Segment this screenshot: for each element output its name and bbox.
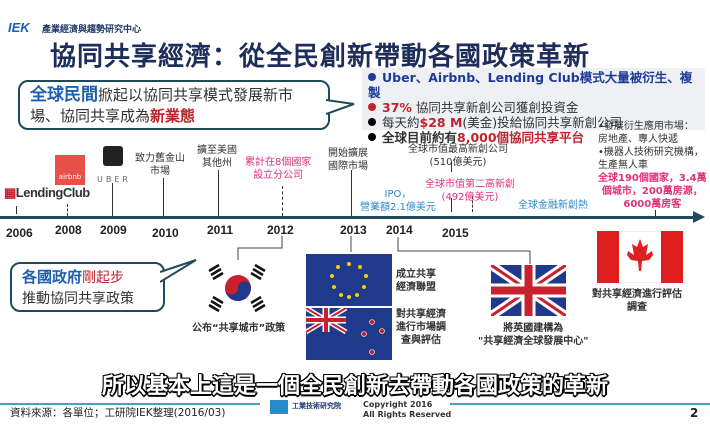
event-derive: •發展衍生應用市場： 房地產、專人快遞 •機器人技術研究機構， 生產無人車 bbox=[598, 121, 704, 171]
year-label: 2010 bbox=[152, 226, 179, 240]
event-second-startup: 全球市值第二高新創 (492億美元) bbox=[425, 179, 515, 203]
itri-logo-icon bbox=[270, 400, 288, 414]
eu-flag-icon bbox=[306, 254, 392, 306]
year-label: 2011 bbox=[207, 223, 234, 237]
uk-flag-icon bbox=[491, 265, 566, 316]
bubble-tail bbox=[326, 99, 355, 115]
iek-logo: IEK bbox=[8, 20, 30, 35]
highlight-red: 新業態 bbox=[150, 107, 196, 125]
canada-policy: 對共享經濟進行評估 調查 bbox=[592, 289, 682, 313]
year-label: 2008 bbox=[55, 223, 82, 237]
source-note: 資料來源：各單位；工研院IEK整理(2016/03) bbox=[10, 407, 226, 419]
canada-flag-icon bbox=[597, 231, 683, 283]
event-top-startup: 全球市值最高新創公司 (510億美元) bbox=[408, 144, 508, 168]
video-subtitle: 所以基本上這是一個全民創新去帶動各國政策的革新 bbox=[101, 374, 608, 399]
year-label: 2014 bbox=[386, 223, 413, 237]
year-label: 2013 bbox=[340, 223, 367, 237]
uk-policy: 將英國建構為 "共享經濟全球發展中心" bbox=[478, 323, 589, 347]
year-label: 2012 bbox=[267, 223, 294, 237]
airbnb-logo: airbnb bbox=[55, 155, 85, 185]
korea-policy: 公布“共享城市”政策 bbox=[192, 323, 286, 334]
lendingclub-logo: ▦LendingClub bbox=[4, 185, 90, 200]
bullet-item: 全球目前約有8,000個協同共享平台 bbox=[368, 130, 699, 145]
footer-divider bbox=[0, 403, 260, 405]
text: 場、協同共享成為 bbox=[30, 107, 151, 125]
speech-bubble-government: 各國政府剛起步 推動協同共享政策 bbox=[10, 262, 165, 312]
new-zealand-flag-icon bbox=[306, 308, 392, 360]
event-8-countries: 累計在8個國家 設立分公司 bbox=[245, 157, 312, 181]
page-title: 協同共享經濟：從全民創新帶動各國政策革新 bbox=[50, 42, 591, 72]
key-facts-list: Uber、Airbnb、Lending Club模式大量被衍生、複製 37% 協… bbox=[362, 68, 705, 145]
bullet-item: 37% 協同共享新創公司獲創投資金 bbox=[368, 100, 699, 115]
timeline-axis bbox=[0, 216, 695, 219]
event-intl: 開始擴展 國際市場 bbox=[328, 148, 368, 172]
page-number: 2 bbox=[690, 406, 699, 420]
bubble-tail bbox=[160, 259, 197, 283]
speech-bubble-civil: 全球民間掀起以協同共享模式發展新市 場、協同共享成為新業態 bbox=[18, 80, 330, 130]
uber-logo: UBER bbox=[97, 175, 131, 184]
highlight: 全球民間 bbox=[30, 85, 98, 105]
bullet-item: 每天約$28 M(美金)投給協同共享新創公司 bbox=[368, 115, 699, 130]
event-fintech: 全球金融新創熱 bbox=[518, 200, 588, 211]
copyright-rights: All Rights Reserved bbox=[363, 410, 452, 419]
event-us: 擴至美國 其他州 bbox=[197, 145, 237, 169]
year-label: 2015 bbox=[442, 226, 469, 240]
iek-subtitle: 產業經濟與趨勢研究中心 bbox=[42, 25, 142, 35]
year-label: 2006 bbox=[6, 226, 33, 240]
eu-policy: 成立共享 經濟聯盟 bbox=[396, 269, 436, 293]
event-sf: 致力舊金山 市場 bbox=[135, 153, 185, 177]
event-ipo: IPO， 營業額2.1億美元 bbox=[360, 189, 436, 213]
itri-logo-text: 工業技術研究院 bbox=[292, 402, 341, 410]
copyright: Copyright 2016 bbox=[363, 400, 433, 409]
event-airbnb-stats: 全球190個國家，3.4萬 個城市，200萬房源， 6000萬房客 bbox=[598, 173, 707, 210]
year-label: 2009 bbox=[100, 223, 127, 237]
text: 掀起以協同共享模式發展新市 bbox=[98, 86, 294, 104]
nz-policy: 對共享經濟 進行市場調 查與評估 bbox=[396, 309, 446, 346]
uber-icon bbox=[103, 146, 123, 166]
korea-flag-icon bbox=[208, 263, 266, 313]
bullet-item: Uber、Airbnb、Lending Club模式大量被衍生、複製 bbox=[368, 70, 693, 100]
footer-divider bbox=[450, 403, 710, 405]
timeline-arrow-icon bbox=[693, 211, 705, 223]
